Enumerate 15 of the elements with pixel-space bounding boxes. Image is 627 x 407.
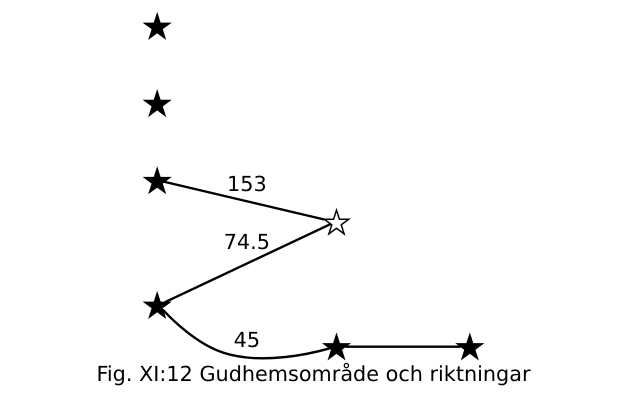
- connector: [164, 223, 331, 304]
- node-star: [142, 12, 172, 40]
- edge-label: 153: [227, 172, 267, 196]
- edge-label: 45: [234, 328, 260, 352]
- node-star: [455, 332, 484, 361]
- caption: Fig. XI:12 Gudhemsområde och riktningar: [96, 362, 531, 386]
- node-star: [322, 208, 352, 236]
- node-star: [322, 332, 352, 361]
- node-star: [142, 89, 172, 118]
- node-star: [142, 166, 172, 194]
- edge-label: 74.5: [224, 230, 270, 254]
- connector: [162, 308, 330, 360]
- connector: [164, 180, 325, 221]
- node-star: [142, 290, 172, 319]
- connector: [345, 346, 461, 348]
